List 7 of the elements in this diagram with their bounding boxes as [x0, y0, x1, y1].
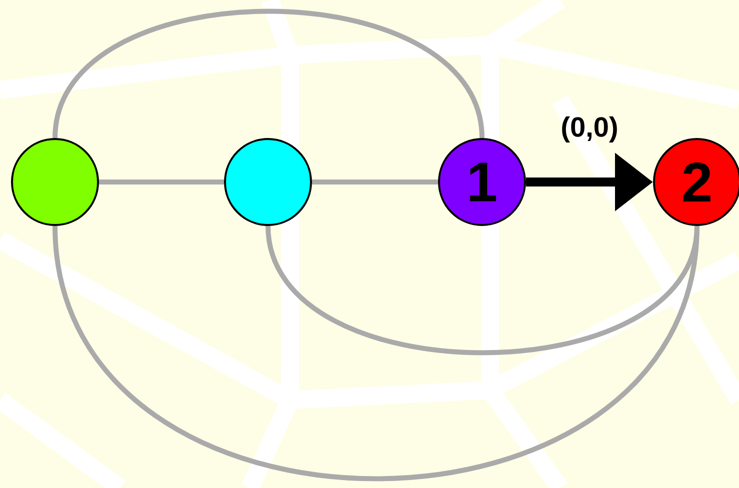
edge-label: (0,0): [562, 116, 617, 142]
circle: [224, 138, 312, 226]
connector-line: [312, 180, 438, 184]
connector-line: [52, 226, 700, 481]
connector-line: [99, 180, 224, 184]
connector-line: [52, 8, 484, 139]
circle: [11, 138, 99, 226]
